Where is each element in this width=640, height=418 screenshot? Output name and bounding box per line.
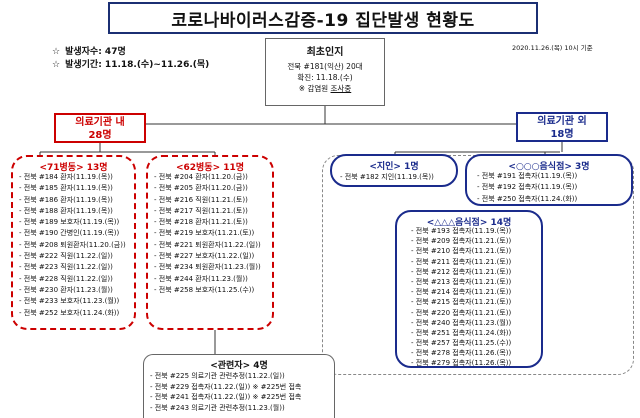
case-row: - 전북 #223 직원(11.22.(일)) <box>19 263 113 272</box>
origin-title: 최초인지 <box>306 47 344 58</box>
restaurant-tri-cluster: <△△△음식점> 14명 - 전북 #193 접촉자(11.19.(목))- 전… <box>395 210 543 368</box>
case-row: - 전북 #215 접촉자(11.21.(토)) <box>411 298 512 307</box>
case-row: - 전북 #234 퇴원환자(11.23.(월)) <box>154 263 261 272</box>
case-row: - 전북 #251 접촉자(11.24.(화)) <box>411 328 512 337</box>
restaurant-o-header: <○○○음식점> 3명 <box>508 162 590 172</box>
case-row: - 전북 #191 접촉자(11.19.(목)) <box>477 172 578 180</box>
case-row: - 전북 #209 접촉자(11.21.(토)) <box>411 237 512 246</box>
related-list: - 전북 #225 의료기관 관련추정(11.22.(일)) - 전북 #229 … <box>150 371 301 413</box>
case-row: - 전북 #204 환자(11.20.(금)) <box>154 173 248 181</box>
case-row: - 전북 #240 접촉자(11.23.(월)) <box>411 318 512 327</box>
ward71-header: <71병동> 13명 <box>39 163 108 173</box>
case-row: - 전북 #186 환자(11.19.(목)) <box>19 195 113 204</box>
restaurant-o-cluster: <○○○음식점> 3명 - 전북 #191 접촉자(11.19.(목))- 전북… <box>465 154 633 206</box>
case-row: - 전북 #213 접촉자(11.21.(토)) <box>411 277 512 286</box>
origin-case-box: 최초인지 전북 #181(익산) 20대 확진: 11.18.(수) ※ 감염원… <box>265 38 385 106</box>
case-row: - 전북 #250 접촉자(11.24.(화)) <box>477 194 578 203</box>
case-row: - 전북 #208 퇴원환자(11.20.(금)) <box>19 240 126 249</box>
case-row: - 전북 #210 접촉자(11.21.(토)) <box>411 247 512 256</box>
ward71-list: - 전북 #184 환자(11.19.(목)) - 전북 #185 환자(11.1… <box>19 172 126 319</box>
restaurant-o-list: - 전북 #191 접촉자(11.19.(목)) - 전북 #192 접촉자(11… <box>477 171 577 205</box>
star-icon: ☆ <box>52 60 61 70</box>
ward62-header: <62병동> 11명 <box>175 163 245 173</box>
acquaintance-header: <지인> 1명 <box>369 162 419 172</box>
case-row: - 전북 #188 환자(11.19.(목)) <box>19 206 113 215</box>
star-icon: ☆ <box>52 47 61 57</box>
case-row: - 전북 #221 퇴원환자(11.22.(일)) <box>154 240 261 249</box>
restaurant-tri-header: <△△△음식점> 14명 <box>426 218 512 228</box>
case-count: ☆발생자수: 47명 <box>52 47 126 57</box>
case-row: - 전북 #228 직원(11.22.(일)) <box>19 274 113 283</box>
case-row: - 전북 #211 접촉자(11.21.(토)) <box>411 257 512 266</box>
case-row: - 전북 #258 보호자(11.25.(수)) <box>154 285 255 294</box>
acquaintance-list: - 전북 #182 지인(11.19.(목)) <box>340 172 434 183</box>
case-row: - 전북 #225 의료기관 관련추정(11.22.(일)) <box>150 372 285 380</box>
case-row: - 전북 #233 보호자(11.23.(월)) <box>19 297 120 306</box>
case-row: - 전북 #222 직원(11.22.(일)) <box>19 252 113 261</box>
origin-confirmed: 확진: 11.18.(수) <box>297 73 353 82</box>
restaurant-tri-list: - 전북 #193 접촉자(11.19.(목)) - 전북 #209 접촉자(11… <box>411 226 511 369</box>
case-row: - 전북 #216 직원(11.21.(토)) <box>154 195 248 204</box>
case-row: - 전북 #229 접촉자(11.22.(일)) ※ #225번 접촉 <box>150 382 302 391</box>
case-row: - 전북 #212 접촉자(11.21.(토)) <box>411 267 512 276</box>
case-row: - 전북 #243 의료기관 관련추정(11.23.(월)) <box>150 403 285 412</box>
case-row: - 전북 #189 보호자(11.19.(목)) <box>19 218 120 227</box>
case-row: - 전북 #257 접촉자(11.25.(수)) <box>411 339 512 348</box>
ward62-cluster: <62병동> 11명 - 전북 #204 환자(11.20.(금))- 전북 #… <box>146 155 274 330</box>
case-row: - 전북 #227 보호자(11.22.(일)) <box>154 252 255 261</box>
origin-source: ※ 감염원 조사중 <box>298 84 352 93</box>
case-row: - 전북 #182 지인(11.19.(목)) <box>340 173 434 181</box>
ward62-list: - 전북 #204 환자(11.20.(금)) - 전북 #205 환자(11.2… <box>154 172 261 296</box>
case-row: - 전북 #278 접촉자(11.26.(목)) <box>411 349 512 358</box>
outbreak-period: ☆발생기간: 11.18.(수)~11.26.(목) <box>52 60 210 70</box>
acquaintance-cluster: <지인> 1명 - 전북 #182 지인(11.19.(목)) <box>330 154 458 187</box>
case-row: - 전북 #279 접촉자(11.26.(목)) <box>411 359 512 368</box>
page-title: 코로나바이러스감증-19 집단발생 현황도 <box>108 2 538 34</box>
case-row: - 전북 #184 환자(11.19.(목)) <box>19 173 113 181</box>
case-row: - 전북 #214 접촉자(11.21.(토)) <box>411 288 512 297</box>
case-row: - 전북 #193 접촉자(11.19.(목)) <box>411 227 512 235</box>
related-header: <관련자> 4명 <box>210 361 268 371</box>
case-row: - 전북 #190 간병인(11.19.(목)) <box>19 229 120 238</box>
group-inside-medical: 의료기관 내 28명 <box>54 113 146 143</box>
case-row: - 전북 #230 환자(11.23.(월)) <box>19 285 113 294</box>
case-row: - 전북 #244 환자(11.23.(월)) <box>154 274 248 283</box>
origin-case: 전북 #181(익산) 20대 <box>287 62 363 71</box>
case-row: - 전북 #252 보호자(11.24.(화)) <box>19 308 120 317</box>
case-row: - 전북 #205 환자(11.20.(금)) <box>154 184 248 193</box>
related-cluster: <관련자> 4명 - 전북 #225 의료기관 관련추정(11.22.(일))-… <box>143 354 335 418</box>
case-row: - 전북 #218 환자(11.21.(토)) <box>154 218 248 227</box>
case-row: - 전북 #219 보호자(11.21.(토)) <box>154 229 255 238</box>
report-date: 2020.11.26.(목) 10시 기준 <box>512 44 593 52</box>
group-outside-medical: 의료기관 외 18명 <box>516 112 608 142</box>
case-row: - 전북 #241 접촉자(11.22.(일)) ※ #225번 접촉 <box>150 393 302 401</box>
case-row: - 전북 #217 직원(11.21.(토)) <box>154 206 248 215</box>
ward71-cluster: <71병동> 13명 - 전북 #184 환자(11.19.(목))- 전북 #… <box>11 155 136 330</box>
case-row: - 전북 #192 접촉자(11.19.(목)) <box>477 183 578 192</box>
case-row: - 전북 #220 접촉자(11.21.(토)) <box>411 308 512 317</box>
case-row: - 전북 #185 환자(11.19.(목)) <box>19 184 113 193</box>
